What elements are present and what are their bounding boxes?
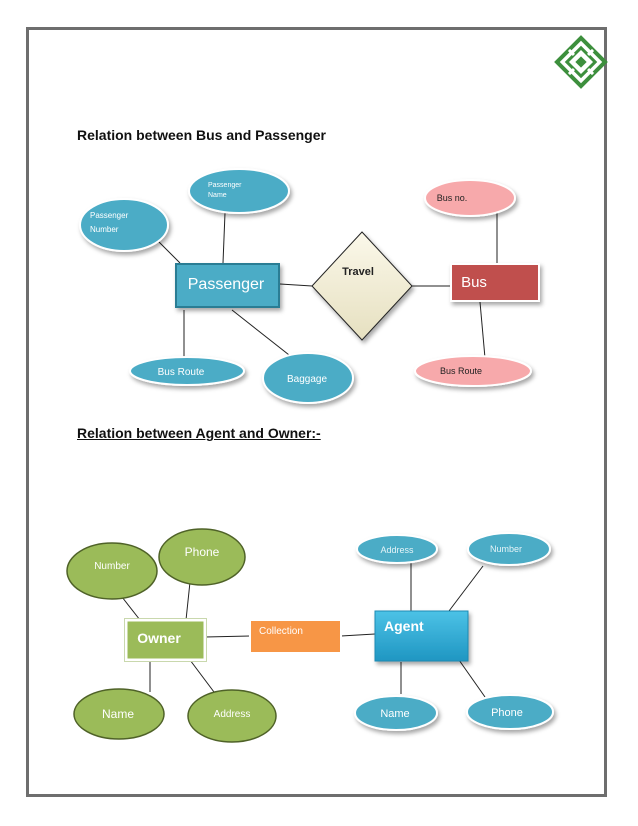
- attr-passenger-name-line1: Passenger: [208, 182, 242, 189]
- relationship-collection: Collection: [249, 619, 342, 654]
- attr-bus-route-passenger-label: Bus Route: [158, 367, 205, 378]
- entity-passenger: Passenger: [175, 263, 280, 308]
- attr-bus-route-bus: Bus Route: [414, 355, 532, 387]
- entity-passenger-label: Passenger: [188, 276, 265, 293]
- attr-owner-address-label: Address: [214, 709, 251, 720]
- attr-agent-name-label: Name: [380, 708, 409, 720]
- attr-bus-route-bus-label: Bus Route: [440, 366, 482, 376]
- attr-agent-phone: Phone: [466, 694, 554, 730]
- attr-passenger-name-line2: Name: [208, 192, 227, 199]
- attr-bus-no: Bus no.: [424, 179, 516, 217]
- attr-baggage-label: Baggage: [287, 374, 327, 385]
- attr-owner-number-label: Number: [94, 561, 130, 572]
- attr-passenger-name: Passenger Name: [188, 168, 290, 214]
- heading-agent-owner: Relation between Agent and Owner:-: [77, 425, 321, 441]
- green-knot-logo: [554, 35, 608, 89]
- attr-owner-phone: Phone: [158, 528, 246, 586]
- entity-owner: Owner: [124, 618, 207, 662]
- relationship-travel: Travel: [311, 231, 413, 341]
- diagram1-connectors: [156, 212, 498, 363]
- attr-owner-number: Number: [66, 542, 158, 600]
- attr-owner-phone-label: Phone: [185, 545, 220, 559]
- attr-agent-number-label: Number: [490, 544, 522, 554]
- attr-owner-name-label: Name: [102, 707, 134, 721]
- entity-bus: Bus: [450, 263, 540, 302]
- heading-bus-passenger: Relation between Bus and Passenger: [77, 127, 326, 143]
- relationship-collection-label: Collection: [259, 626, 303, 637]
- attr-baggage: Baggage: [262, 352, 354, 404]
- entity-agent: Agent: [374, 610, 469, 662]
- relationship-travel-label: Travel: [342, 266, 374, 278]
- attr-agent-number: Number: [467, 532, 551, 566]
- attr-owner-address: Address: [187, 689, 277, 743]
- attr-agent-name: Name: [354, 695, 438, 731]
- attr-agent-address: Address: [356, 534, 438, 564]
- diagram2-connectors: [121, 560, 486, 698]
- entity-owner-label: Owner: [137, 630, 181, 646]
- attr-agent-phone-label: Phone: [491, 707, 523, 719]
- attr-owner-name: Name: [73, 688, 165, 740]
- attr-passenger-number-line2: Number: [90, 225, 119, 234]
- page-border: [26, 27, 607, 797]
- entity-agent-label: Agent: [384, 618, 424, 634]
- attr-agent-address-label: Address: [380, 545, 414, 555]
- entity-bus-label: Bus: [461, 274, 487, 291]
- attr-bus-no-label: Bus no.: [437, 193, 468, 203]
- attr-passenger-number: Passenger Number: [79, 198, 169, 252]
- attr-bus-route-passenger: Bus Route: [129, 356, 245, 386]
- attr-passenger-number-line1: Passenger: [90, 211, 129, 220]
